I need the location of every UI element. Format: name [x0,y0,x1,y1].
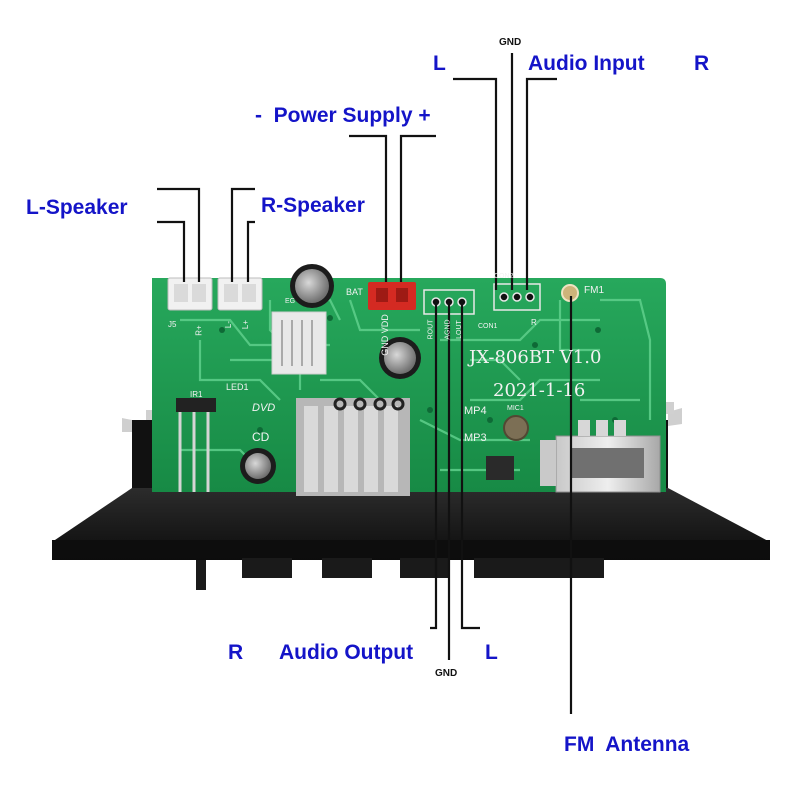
audio-output-l-label: L [485,641,498,664]
r-ch-silk: R [531,318,537,327]
power-supply-label: - Power Supply + [255,104,431,127]
fm-silk: FM1 [584,285,604,296]
board-model: JX-806BT V1.0 [469,347,602,368]
rout-silk: ROUT [427,319,435,340]
audio-output-r-label: R [228,641,244,664]
r-speaker-label: R-Speaker [261,194,365,217]
audio-input-l-label: L [433,52,446,75]
l-minus-silk: L- [224,320,234,329]
l-plus-silk: L+ [241,319,251,330]
cd-silk: CD [252,430,270,444]
card-slot [296,398,410,496]
fm-antenna-label: FM Antenna [564,733,690,756]
ir-silk: IR1 [190,390,203,399]
lout-silk: LOUT [455,320,463,339]
audio-input-r-label: R [694,52,710,75]
con1-silk: CON1 [478,323,498,330]
board-date: 2021-1-16 [493,380,586,401]
r-plus-silk: R+ [194,325,204,336]
con2-silk: CON2 [494,273,514,280]
mp4-silk: MP4 [464,405,487,417]
j5-silk: J5 [168,320,177,329]
capacitors [240,264,421,484]
agnd-silk: AGND [444,319,452,340]
dvd-silk: DVD [252,402,276,414]
eg-silk: EG [285,298,296,305]
bat-silk: BAT [346,287,363,297]
ir-receiver [176,398,216,492]
power-connector [368,282,416,310]
audio-input-gnd-label: GND [499,37,522,48]
audio-output-label: Audio Output [279,641,414,664]
mic [503,415,529,441]
usb-port [540,420,661,493]
mic-silk: MIC1 [507,405,524,412]
audio-input-label: Audio Input [528,52,645,75]
speaker-connectors [167,277,263,311]
led-silk: LED1 [226,382,249,392]
callout-lines [157,53,573,714]
mp3-silk: MP3 [464,432,487,444]
audio-output-gnd-label: GND [435,668,458,679]
gnd-vdd-silk: GND VDD [379,314,390,356]
l-speaker-label: L-Speaker [26,196,128,219]
